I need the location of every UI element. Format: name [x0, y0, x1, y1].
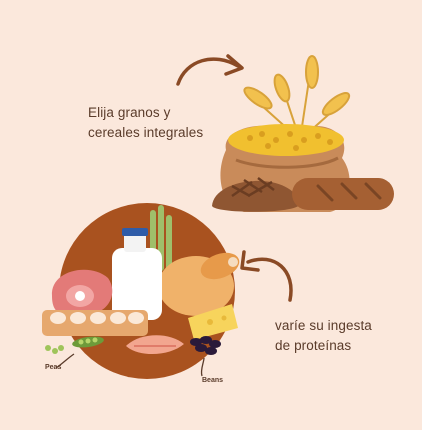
peas-label: Peas: [45, 364, 62, 371]
wheat-icon: [243, 55, 351, 141]
curved-arrow-icon: [176, 54, 244, 86]
peas-icon: [45, 336, 104, 369]
milk-jug-icon: [112, 228, 162, 320]
egg-carton-icon: [42, 310, 148, 336]
whole-grains-caption: Elija granos y cereales integrales: [88, 105, 204, 140]
protein-variety-caption: varíe su ingesta de proteínas: [275, 318, 372, 353]
chicken-icon: [158, 252, 240, 316]
ham-icon: [51, 269, 113, 314]
bread-icon: [212, 177, 394, 212]
cheese-icon: [188, 304, 238, 340]
fish-icon: [126, 335, 184, 355]
curved-arrow-icon: [240, 250, 293, 302]
beans-icon: [190, 336, 221, 377]
beans-label: Beans: [202, 377, 224, 384]
